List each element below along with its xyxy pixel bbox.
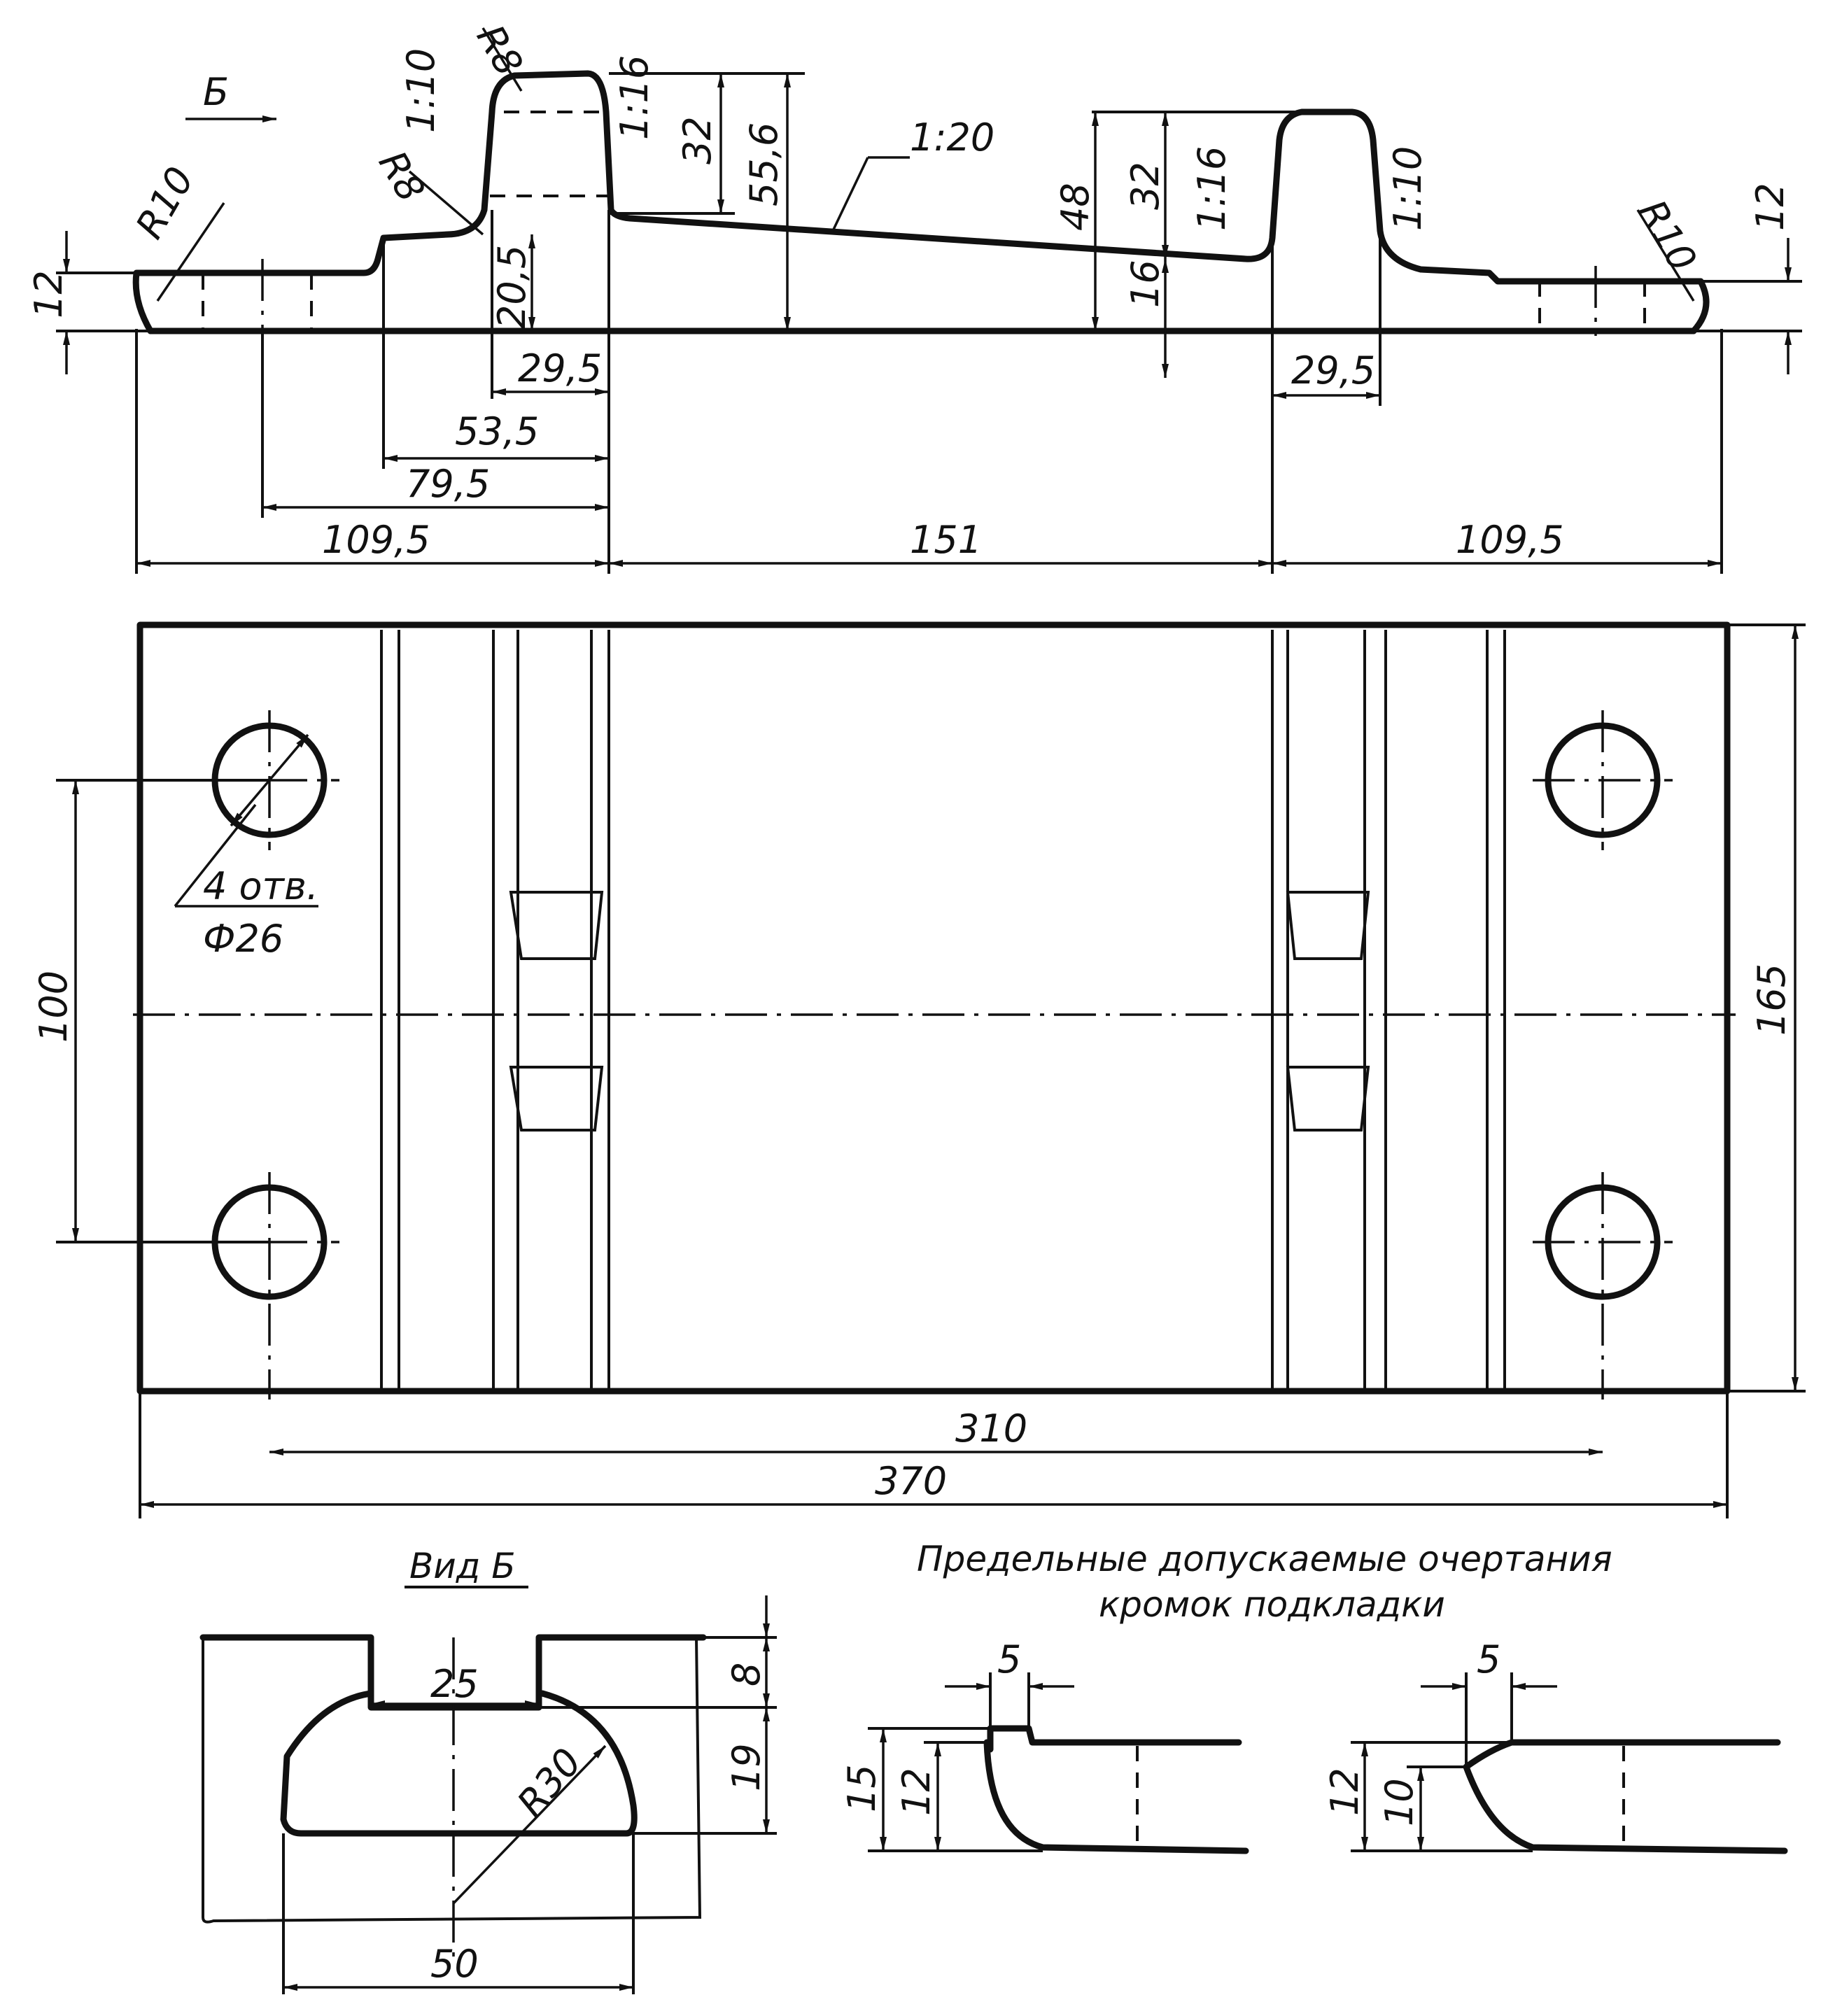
dim-rib-width-right: 29,5 bbox=[1291, 348, 1375, 393]
dim-base-width: 50 bbox=[430, 1942, 479, 1986]
dim-right-span: 109,5 bbox=[1456, 518, 1564, 562]
edge-profile-left bbox=[983, 1725, 1249, 1854]
dim-right-offset: 5 bbox=[1477, 1637, 1500, 1682]
radius-label: R30 bbox=[509, 1740, 591, 1825]
dim-total-height-right: 48 bbox=[1053, 183, 1097, 231]
view-arrow-label: Б bbox=[203, 70, 229, 114]
dim-left-edge: 12 bbox=[27, 270, 71, 318]
limits-title-line1: Предельные допускаемые очертания bbox=[917, 1539, 1612, 1579]
taper-label: 1:10 bbox=[1386, 146, 1430, 231]
leader-line bbox=[408, 170, 484, 236]
limit-contours: Предельные допускаемые очертания кромок … bbox=[840, 1539, 1788, 1854]
leader-line bbox=[174, 803, 257, 908]
dim-mid-span: 151 bbox=[910, 518, 982, 562]
leader-line bbox=[831, 157, 869, 232]
dim-left-offset: 5 bbox=[997, 1637, 1021, 1682]
radius-label: R10 bbox=[1630, 192, 1706, 279]
side-view: Б R10 R8 R8 1:10 1:16 1:20 1:16 1:10 R10 bbox=[27, 17, 1802, 574]
dim-depth-top: 8 bbox=[724, 1663, 768, 1686]
dim-rib-height: 32 bbox=[675, 116, 719, 164]
dim-left-inner: 12 bbox=[894, 1768, 938, 1816]
hole-diameter: Ф26 bbox=[203, 917, 283, 961]
view-b: Вид Б 25 R30 8 19 50 bbox=[199, 1546, 777, 1994]
edge-profile-right bbox=[1463, 1739, 1788, 1854]
dim-79-5: 79,5 bbox=[406, 462, 490, 506]
dim-length: 370 bbox=[875, 1459, 947, 1503]
dim-right-outer: 12 bbox=[1323, 1768, 1367, 1816]
dim-shoulder-height: 20,5 bbox=[490, 245, 534, 329]
dim-rib-width-left: 29,5 bbox=[518, 346, 602, 390]
dim-slot-width: 25 bbox=[430, 1662, 479, 1706]
dim-right-inner: 10 bbox=[1377, 1778, 1421, 1826]
dim-hole-spacing: 100 bbox=[31, 971, 76, 1043]
view-b-body bbox=[202, 1637, 702, 1924]
taper-label: 1:20 bbox=[910, 115, 994, 160]
slot bbox=[509, 891, 604, 960]
radius-label: R10 bbox=[127, 160, 203, 246]
slot bbox=[1286, 1066, 1370, 1132]
holes-note: 4 отв. bbox=[203, 864, 318, 908]
dim-base-height-right: 16 bbox=[1123, 260, 1167, 308]
plan-view: 4 отв. Ф26 100 165 310 370 bbox=[31, 621, 1806, 1518]
slot bbox=[509, 1066, 604, 1132]
dim-left-outer: 15 bbox=[840, 1764, 884, 1812]
dim-53-5: 53,5 bbox=[455, 409, 539, 453]
taper-label: 1:16 bbox=[612, 55, 656, 140]
dim-hole-span: 310 bbox=[955, 1407, 1027, 1451]
dim-depth: 19 bbox=[724, 1743, 768, 1791]
plate-outline bbox=[136, 621, 1731, 1395]
radius-label: R8 bbox=[370, 143, 434, 209]
profile-outline bbox=[132, 70, 1710, 334]
dim-total-height: 55,6 bbox=[742, 122, 786, 206]
taper-label: 1:10 bbox=[399, 48, 443, 133]
leader-line bbox=[1636, 209, 1695, 302]
leader-line bbox=[481, 27, 523, 92]
dim-right-edge: 12 bbox=[1748, 183, 1792, 231]
dim-rib-height-right: 32 bbox=[1123, 162, 1167, 210]
taper-label: 1:16 bbox=[1190, 146, 1234, 231]
leader-line bbox=[156, 202, 225, 302]
dim-left-span: 109,5 bbox=[322, 518, 430, 562]
view-b-outline bbox=[199, 1634, 707, 1711]
radius-line bbox=[452, 1744, 607, 1905]
slot bbox=[1286, 891, 1370, 960]
view-b-groove bbox=[280, 1690, 638, 1837]
limits-title-line2: кромок подкладки bbox=[1099, 1584, 1445, 1625]
dim-width: 165 bbox=[1750, 964, 1794, 1036]
view-b-title: Вид Б bbox=[409, 1546, 516, 1586]
